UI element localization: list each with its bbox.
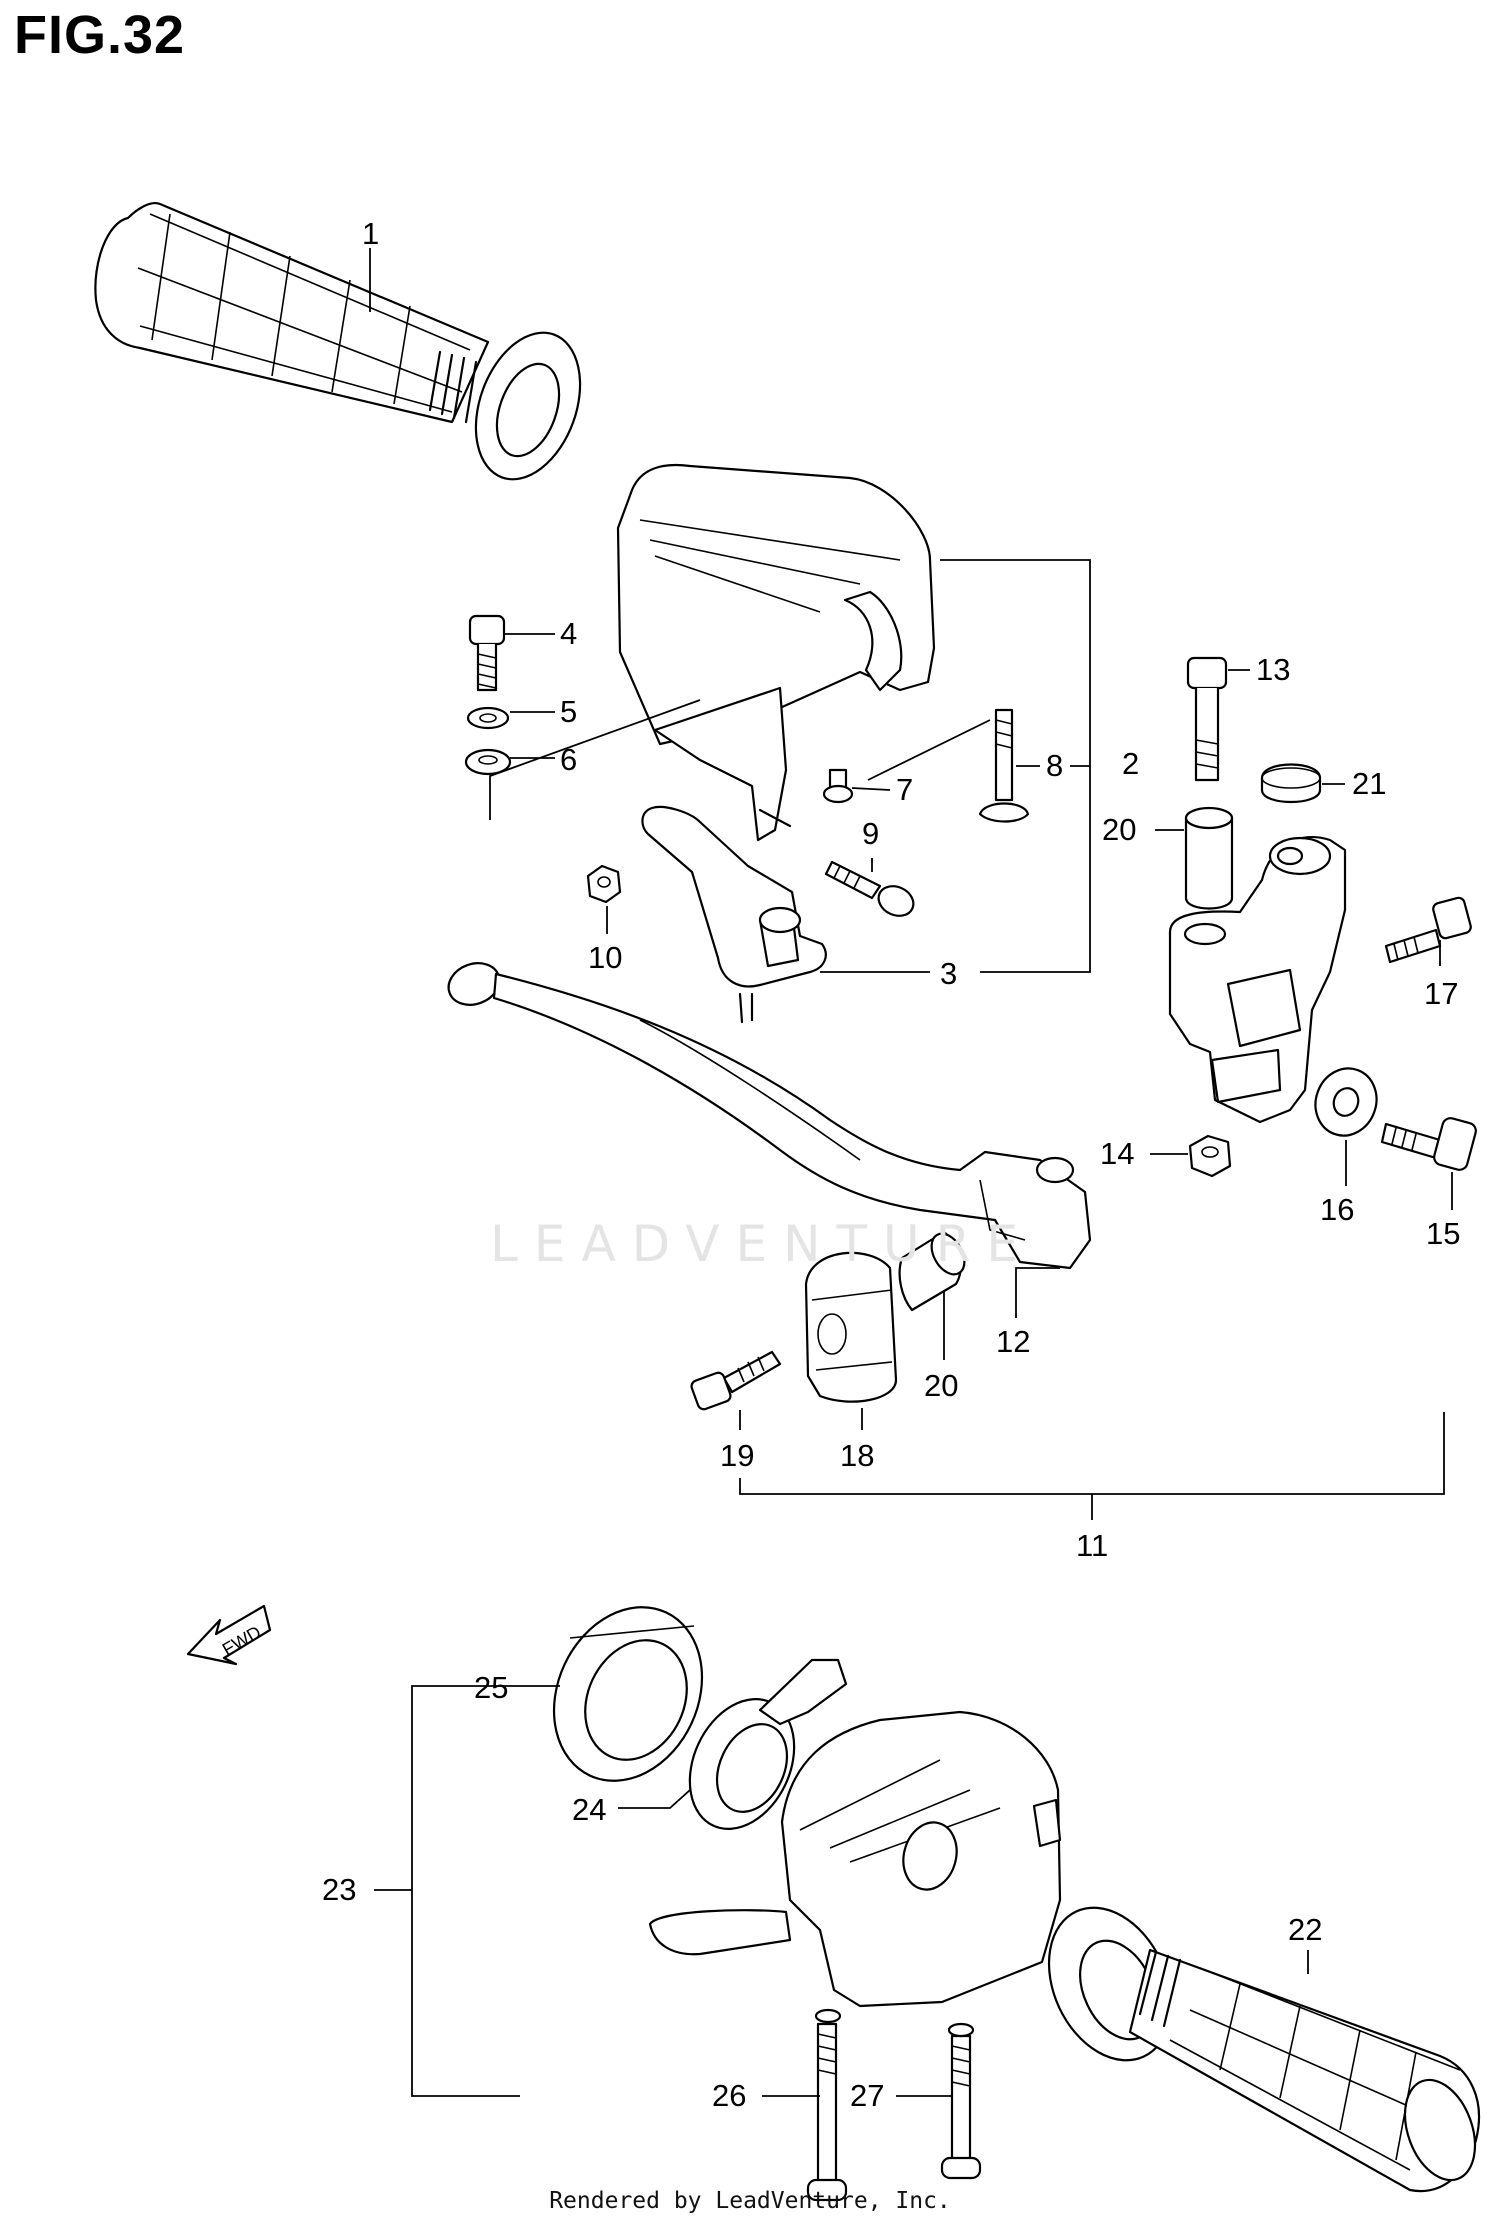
part-3-lever-assembly — [641, 805, 827, 1024]
part-5-washer — [466, 706, 510, 730]
part-7-screw — [822, 768, 854, 804]
callout-10: 10 — [588, 940, 622, 975]
part-10-nut — [586, 864, 622, 904]
callout-12: 12 — [996, 1324, 1030, 1359]
callout-3: 3 — [940, 956, 957, 991]
callout-14: 14 — [1100, 1136, 1134, 1171]
callout-labels: 1 2 3 4 5 6 7 8 9 10 11 12 13 14 15 16 1… — [322, 216, 1460, 2113]
callout-6: 6 — [560, 742, 577, 777]
part-13-bolt — [1186, 656, 1228, 782]
callout-21: 21 — [1352, 766, 1386, 801]
callout-16: 16 — [1320, 1192, 1354, 1227]
part-19-bolt — [690, 1350, 782, 1411]
part-23-throttle-housing — [648, 1710, 1062, 2008]
callout-4: 4 — [560, 616, 577, 651]
callout-27: 27 — [850, 2078, 884, 2113]
callout-13: 13 — [1256, 652, 1290, 687]
callout-20-top: 20 — [1102, 812, 1136, 847]
callout-8: 8 — [1046, 748, 1063, 783]
callout-22: 22 — [1288, 1912, 1322, 1947]
part-9-screw — [824, 860, 915, 917]
figure-title: FIG.32 — [14, 5, 186, 65]
part-15-adjuster-bolt — [1380, 1117, 1477, 1171]
callout-11: 11 — [1076, 1528, 1108, 1563]
callout-25: 25 — [474, 1670, 508, 1705]
callout-19: 19 — [720, 1438, 754, 1473]
part-20-collar-bottom — [898, 1230, 966, 1312]
leader-lines — [369, 248, 1453, 2097]
callout-1: 1 — [362, 216, 379, 251]
fwd-arrow-icon: FWD — [186, 1604, 272, 1666]
callout-7: 7 — [896, 772, 913, 807]
part-26-screw — [806, 2008, 848, 2202]
part-25-cover — [552, 1606, 704, 1782]
callout-5: 5 — [560, 694, 577, 729]
part-17-bolt — [1384, 896, 1472, 964]
part-2-switch-housing — [616, 464, 936, 842]
part-27-screw — [940, 2022, 982, 2180]
part-16-adjuster-nut — [1314, 1067, 1378, 1137]
watermark-text: LEADVENTURE — [490, 1215, 1034, 1273]
callout-18: 18 — [840, 1438, 874, 1473]
callout-24: 24 — [572, 1792, 606, 1827]
callout-23: 23 — [322, 1872, 356, 1907]
footer-credit: Rendered by LeadVenture, Inc. — [549, 2188, 951, 2214]
callout-9: 9 — [862, 816, 879, 851]
part-22-grip — [1047, 1906, 1481, 2193]
callout-15: 15 — [1426, 1216, 1460, 1251]
part-4-bolt — [468, 614, 506, 692]
callout-17: 17 — [1424, 976, 1458, 1011]
part-20-collar-top — [1184, 806, 1234, 910]
callout-20-bottom: 20 — [924, 1368, 958, 1403]
callout-2: 2 — [1122, 746, 1139, 781]
part-8-screw — [978, 708, 1030, 823]
part-21-cap — [1260, 763, 1322, 804]
part-18-clamp-half — [804, 1251, 898, 1403]
callout-26: 26 — [712, 2078, 746, 2113]
part-24-collar — [688, 1658, 848, 1830]
part-12-brake-lever — [447, 962, 1092, 1270]
part-14-nut — [1188, 1134, 1232, 1178]
part-11-clamp-body — [1168, 835, 1347, 1124]
part-1-grip — [94, 202, 582, 481]
part-6-washer — [464, 748, 512, 776]
